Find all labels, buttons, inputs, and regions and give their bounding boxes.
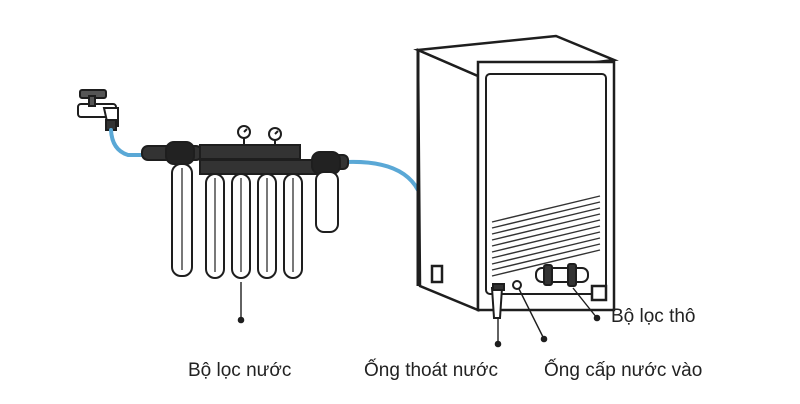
label-water-filter: Bộ lọc nước: [188, 360, 292, 381]
label-coarse-filter: Bộ lọc thô: [611, 306, 696, 327]
water-filter-assembly: [141, 125, 349, 279]
label-drain-pipe: Ống thoát nước: [364, 360, 498, 381]
filter-cartridges: [171, 163, 339, 279]
pressure-gauge-icon: [268, 127, 282, 146]
leader-lines: [237, 282, 601, 348]
vent-grille: [491, 195, 601, 277]
pressure-gauge-icon: [237, 125, 251, 146]
drain-pipe-icon: [490, 283, 505, 319]
inlet-fitting-icon: [512, 280, 522, 290]
label-water-inlet-pipe: Ống cấp nước vào: [544, 360, 703, 381]
faucet-icon: [77, 89, 119, 131]
coarse-filter-icon: [535, 263, 589, 287]
